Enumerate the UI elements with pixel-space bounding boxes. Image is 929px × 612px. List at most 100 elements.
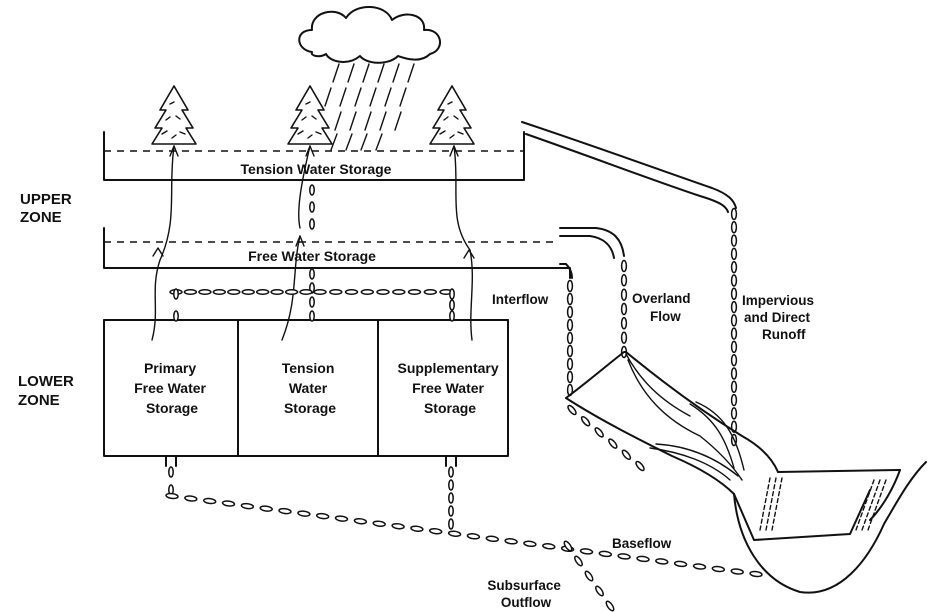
- rain-cloud-icon: [298, 5, 441, 151]
- baseflow-dots-dot: [315, 512, 330, 520]
- baseflow-dots-dot: [372, 520, 386, 527]
- impervious-runoff-label: Impervious and Direct Runoff: [742, 293, 818, 342]
- primary-free-water-storage-label: Primary Free Water Storage: [134, 360, 210, 416]
- percolation-split-right-dot: [407, 289, 422, 295]
- baseflow-dots: [165, 492, 763, 578]
- lower-zone-label: LOWER ZONE: [18, 373, 78, 409]
- tension-water-storage-label: Tension Water Storage: [241, 161, 392, 177]
- impervious-runoff-dots-dot: [730, 221, 738, 234]
- baseflow-dots-dot: [673, 560, 688, 568]
- overland-flow-dots-dot: [620, 302, 628, 316]
- percolation-lower-dot: [309, 296, 315, 308]
- baseflow-label: Baseflow: [612, 536, 672, 551]
- subsurface-outflow-dots-dot: [605, 600, 615, 612]
- supplementary-outlet-dots-dot: [448, 492, 454, 504]
- interflow-dots-dot: [566, 305, 574, 319]
- subsurface-outflow-dots-dot: [563, 540, 573, 552]
- percolation-split-left-dot: [255, 289, 270, 295]
- percolation-split-left-dot: [241, 289, 255, 295]
- supplementary-outlet-dots-dot: [448, 466, 454, 478]
- percolation-split-left-dot: [299, 289, 313, 295]
- baseflow-dots-dot: [391, 522, 405, 530]
- tree-icon-middle: [287, 85, 333, 145]
- upper-zone-label: UPPER ZONE: [20, 191, 76, 226]
- impervious-runoff-dots-dot: [730, 407, 738, 420]
- percolation-split-right-dot: [329, 289, 343, 295]
- subsurface-outflow-label: Subsurface Outflow: [487, 578, 564, 610]
- percolation-upper-dot: [309, 218, 315, 230]
- primary-outlet-dots: [168, 466, 174, 496]
- baseflow-dots-dot: [165, 492, 179, 500]
- baseflow-dots-dot: [259, 505, 273, 512]
- subsurface-outflow-dots: [563, 540, 615, 612]
- stream-channel-icon: [565, 351, 927, 594]
- subsurface-outflow-dots-dot: [595, 585, 604, 597]
- percolation-split-right-dot: [344, 289, 359, 295]
- percolation-to-supplementary-dot: [449, 288, 455, 300]
- percolation-split-left-dot: [284, 289, 299, 295]
- interflow-to-stream-dot: [621, 449, 632, 461]
- baseflow-dots-dot: [655, 558, 669, 565]
- free-water-storage-label: Free Water Storage: [248, 248, 376, 264]
- supplementary-outlet-dots: [448, 466, 454, 530]
- interflow-dots-dot: [566, 370, 574, 384]
- interflow-dots: [566, 279, 574, 397]
- overland-flow-dots-dot: [620, 317, 628, 330]
- baseflow-dots-dot: [617, 553, 631, 560]
- percolation-lower-dot: [309, 310, 315, 322]
- baseflow-dots-dot: [523, 540, 537, 548]
- overland-flow-dots-dot: [620, 259, 628, 273]
- baseflow-dots-dot: [636, 555, 650, 563]
- baseflow-dots-dot: [297, 510, 311, 517]
- tension-water-storage-lower-label: Tension Water Storage: [282, 360, 339, 416]
- impervious-runoff-dots-dot: [730, 207, 738, 221]
- percolation-to-supplementary-dot: [449, 310, 455, 322]
- percolation-to-primary-dot: [173, 288, 179, 300]
- baseflow-dots-dot: [485, 535, 500, 543]
- interflow-to-stream: [567, 404, 645, 472]
- percolation-upper-dot: [309, 201, 315, 213]
- baseflow-dots-dot: [221, 500, 236, 507]
- interflow-to-stream-dot: [635, 460, 645, 472]
- baseflow-dots-dot: [466, 533, 481, 540]
- baseflow-dots-dot: [598, 550, 613, 558]
- baseflow-dots-dot: [278, 507, 292, 515]
- percolation-to-supplementary: [449, 288, 455, 322]
- impervious-runoff-dots: [730, 207, 738, 447]
- baseflow-dots-dot: [692, 563, 707, 570]
- transpiration-arrows: [151, 145, 475, 341]
- interflow-dots-dot: [566, 344, 574, 358]
- impervious-runoff-dots-dot: [730, 353, 738, 367]
- supplementary-outlet-dots-dot: [448, 518, 454, 530]
- baseflow-dots-dot: [184, 495, 198, 502]
- interflow-dots-dot: [566, 357, 574, 371]
- impervious-runoff-dots-dot: [730, 340, 738, 354]
- percolation-split-left-dot: [270, 289, 284, 295]
- impervious-runoff-dots-dot: [730, 314, 738, 327]
- percolation-split-left: [169, 289, 313, 295]
- impervious-runoff-pipe: [521, 121, 737, 213]
- impervious-runoff-dots-dot: [730, 393, 738, 407]
- percolation-split-right-dot: [423, 289, 438, 295]
- percolation-lower-dot: [309, 268, 315, 280]
- percolation-split-right-dot: [392, 289, 406, 295]
- overland-flow-dots: [620, 259, 628, 359]
- supplementary-outlet-dots-dot: [448, 505, 454, 517]
- percolation-split-right: [313, 289, 453, 295]
- interflow-to-stream-dot: [608, 438, 618, 449]
- subsurface-outflow-dots-dot: [574, 555, 583, 567]
- interflow-outlet: [559, 263, 573, 279]
- rain-icon: [324, 63, 415, 151]
- baseflow-dots-dot: [410, 525, 424, 532]
- baseflow-dots-dot: [428, 527, 443, 535]
- baseflow-dots-dot: [542, 543, 556, 550]
- percolation-and-flow-dots: [165, 184, 763, 612]
- percolation-upper: [309, 184, 315, 230]
- impervious-runoff-dots-dot: [730, 247, 738, 261]
- percolation-lower: [309, 268, 315, 322]
- interflow-to-stream-dot: [567, 404, 577, 416]
- impervious-runoff-dots-dot: [730, 274, 738, 287]
- percolation-upper-dot: [309, 184, 315, 196]
- impervious-runoff-dots-dot: [730, 367, 738, 380]
- lower-zone-storages: [103, 319, 509, 467]
